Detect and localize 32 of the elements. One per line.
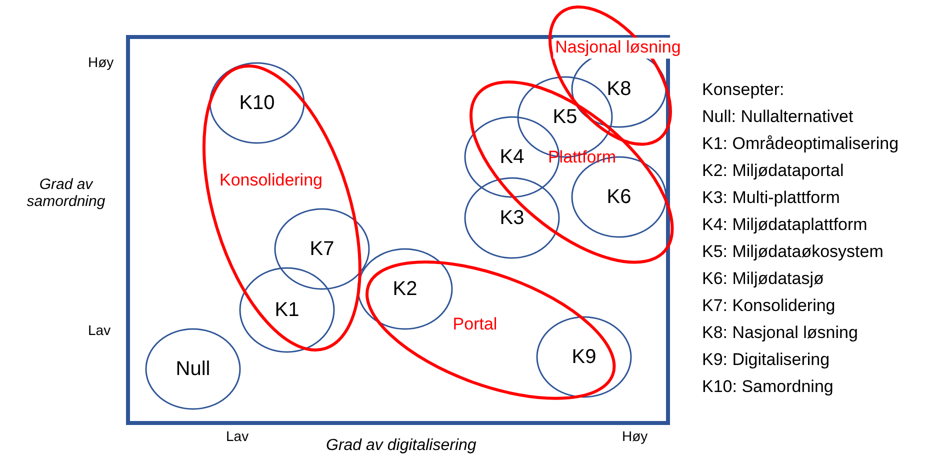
concept-label: K3 [500, 207, 524, 229]
axis-tick-label: Lav [226, 428, 249, 444]
axis-tick-label: Lav [88, 322, 111, 338]
legend-item: K9: Digitalisering [702, 350, 830, 370]
legend-item: K6: Miljødatasjø [702, 269, 824, 289]
axis-title: Grad av digitalisering [326, 437, 476, 456]
legend-item: K1: Områdeoptimalisering [702, 134, 899, 154]
concept-label: K9 [572, 346, 596, 368]
legend-item: Null: Nullalternativet [702, 107, 854, 127]
concept-label: K2 [392, 278, 418, 300]
concept-label: K5 [552, 106, 578, 128]
legend-item: K8: Nasjonal løsning [702, 323, 858, 343]
legend-item: K3: Multi-plattform [702, 188, 840, 208]
legend-item: K10: Samordning [702, 377, 834, 397]
concept-label: K10 [239, 92, 275, 114]
concept-label: Null [176, 358, 210, 380]
group-label: Portal [452, 316, 498, 334]
axis-tick-label: Høy [622, 428, 648, 444]
concept-label: K8 [606, 78, 632, 100]
concept-label: K4 [500, 146, 524, 168]
group-label: Nasjonal løsning [553, 38, 683, 58]
axis-title: Grad av samordning [26, 176, 106, 210]
concept-label: K7 [310, 238, 334, 260]
group-label: Konsolidering [219, 172, 322, 190]
axis-tick-label: Høy [88, 54, 114, 70]
concept-label: K1 [274, 299, 300, 321]
legend-item: K4: Miljødataplattform [702, 215, 868, 235]
legend-item: K2: Miljødataportal [702, 161, 844, 181]
legend-item: K7: Konsolidering [702, 296, 836, 316]
legend-title: Konsepter: [702, 80, 784, 100]
legend-item: K5: Miljødataøkosystem [702, 242, 884, 262]
concept-label: K6 [606, 186, 632, 208]
